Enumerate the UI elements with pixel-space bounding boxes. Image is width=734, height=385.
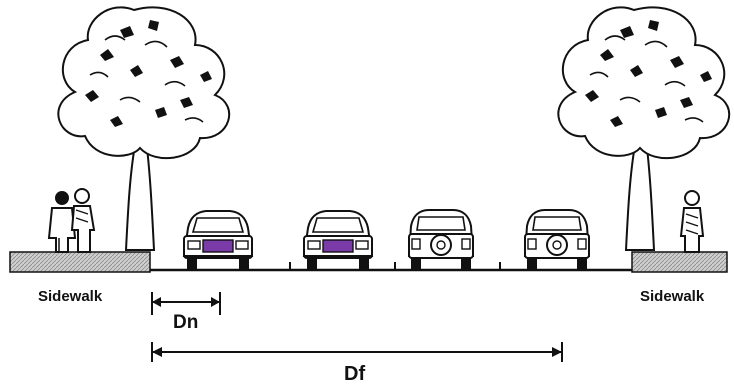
dn-dimension <box>151 292 221 315</box>
car-front-icon <box>303 210 373 271</box>
sidewalk-label-left: Sidewalk <box>38 288 103 305</box>
sidewalk-label-right: Sidewalk <box>640 288 705 305</box>
car-rear-icon <box>524 209 590 271</box>
dn-label: Dn <box>173 312 198 333</box>
df-dimension <box>151 342 563 362</box>
tree-icon <box>557 6 731 252</box>
sidewalk-right-slab <box>631 251 728 273</box>
car-front-icon <box>183 210 253 271</box>
car-rear-icon <box>408 209 474 271</box>
df-label: Df <box>344 363 365 385</box>
sidewalk-left-slab <box>9 251 151 273</box>
pedestrian-icon <box>679 190 705 253</box>
pedestrians-icon <box>47 188 96 253</box>
